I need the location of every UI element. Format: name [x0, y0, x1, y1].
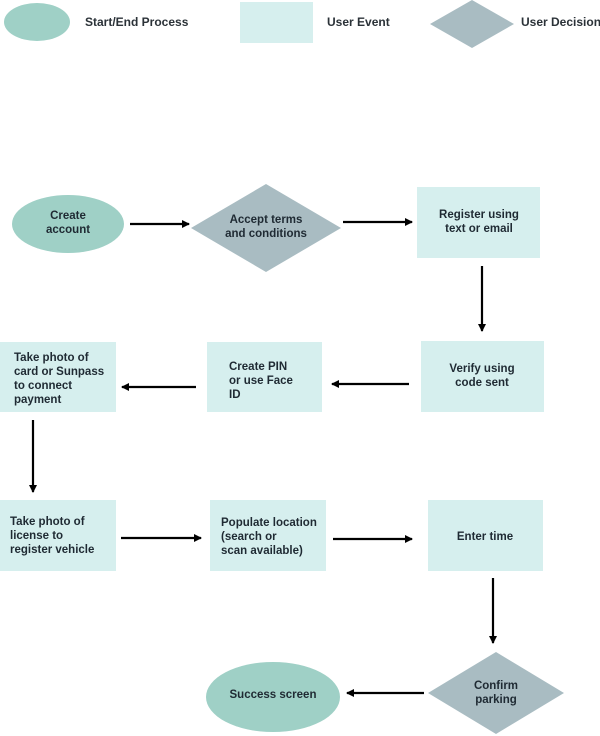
- enter-time-shape: [428, 500, 543, 571]
- create-pin-label-line-2: or use Face: [229, 375, 293, 387]
- register-label-line-1: Register using: [439, 209, 519, 221]
- populate-location-label: Populate location (search or scan availabl…: [221, 517, 317, 557]
- create-account-shape: [12, 195, 124, 253]
- verify-shape: [421, 341, 544, 412]
- legend-decision-label: User Decision: [521, 15, 600, 29]
- verify-label-line-2: code sent: [455, 377, 509, 389]
- create-pin-label-line-1: Create PIN: [229, 361, 287, 373]
- legend-start-end-shape: [4, 3, 70, 41]
- verify-label: Verify using code sent: [449, 363, 514, 389]
- confirm-parking-label-line-1: Confirm: [474, 680, 518, 692]
- populate-location-label-line-1: Populate location: [221, 517, 317, 529]
- take-photo-license-shape: [0, 500, 116, 571]
- success-screen-shape: [206, 662, 340, 732]
- node-verify: Verify using code sent: [421, 341, 544, 412]
- take-photo-card-label-line-4: payment: [14, 394, 61, 406]
- take-photo-license-label-line-3: register vehicle: [10, 544, 94, 556]
- create-account-label-line-1: Create: [50, 210, 86, 222]
- register-label-line-2: text or email: [445, 223, 513, 235]
- node-success-screen: Success screen: [206, 662, 340, 732]
- create-pin-label-line-3: ID: [229, 389, 241, 401]
- take-photo-license-label-line-2: license to: [10, 530, 63, 542]
- node-populate-location: Populate location (search or scan availabl…: [210, 500, 326, 571]
- connectors: [29, 218, 497, 697]
- confirm-parking-label-line-2: parking: [475, 694, 517, 706]
- take-photo-card-shape: [0, 342, 116, 412]
- register-shape: [417, 187, 540, 258]
- take-photo-card-label-line-3: to connect: [14, 380, 72, 392]
- populate-location-label-line-3: scan available): [221, 545, 303, 557]
- take-photo-license-label: Take photo of license to register vehicle: [10, 516, 94, 556]
- populate-location-shape: [210, 500, 326, 571]
- accept-terms-label: Accept terms and conditions: [225, 214, 307, 240]
- create-account-label: Create account: [46, 210, 90, 236]
- confirm-parking-shape: [428, 652, 564, 734]
- node-register: Register using text or email: [417, 187, 540, 258]
- confirm-parking-label: Confirm parking: [474, 680, 518, 706]
- create-pin-shape: [207, 342, 322, 412]
- node-take-photo-license: Take photo of license to register vehicle: [0, 500, 116, 571]
- node-take-photo-card: Take photo of card or Sunpass to connect pa…: [0, 342, 116, 412]
- take-photo-card-label: Take photo of card or Sunpass to connect pa…: [14, 352, 104, 406]
- enter-time-label-line-1: Enter time: [457, 531, 513, 543]
- node-confirm-parking: Confirm parking: [428, 652, 564, 734]
- take-photo-card-label-line-2: card or Sunpass: [14, 366, 104, 378]
- success-screen-label-line-1: Success screen: [230, 689, 317, 701]
- accept-terms-shape: [191, 184, 341, 272]
- legend: Start/End Process User Event User Decisi…: [4, 0, 600, 48]
- node-create-account: Create account: [12, 195, 124, 253]
- enter-time-label: Enter time: [457, 531, 513, 543]
- create-account-label-line-2: account: [46, 224, 90, 236]
- accept-terms-label-line-1: Accept terms: [230, 214, 303, 226]
- success-screen-label: Success screen: [230, 689, 317, 701]
- accept-terms-label-line-2: and conditions: [225, 228, 307, 240]
- legend-start-end-label: Start/End Process: [85, 15, 189, 29]
- register-label: Register using text or email: [439, 209, 519, 235]
- legend-event-shape: [240, 2, 313, 43]
- take-photo-card-label-line-1: Take photo of: [14, 352, 89, 364]
- verify-label-line-1: Verify using: [449, 363, 514, 375]
- populate-location-label-line-2: (search or: [221, 531, 277, 543]
- take-photo-license-label-line-1: Take photo of: [10, 516, 85, 528]
- legend-event-label: User Event: [327, 15, 390, 29]
- legend-decision-shape: [430, 0, 514, 48]
- node-accept-terms: Accept terms and conditions: [191, 184, 341, 272]
- node-enter-time: Enter time: [428, 500, 543, 571]
